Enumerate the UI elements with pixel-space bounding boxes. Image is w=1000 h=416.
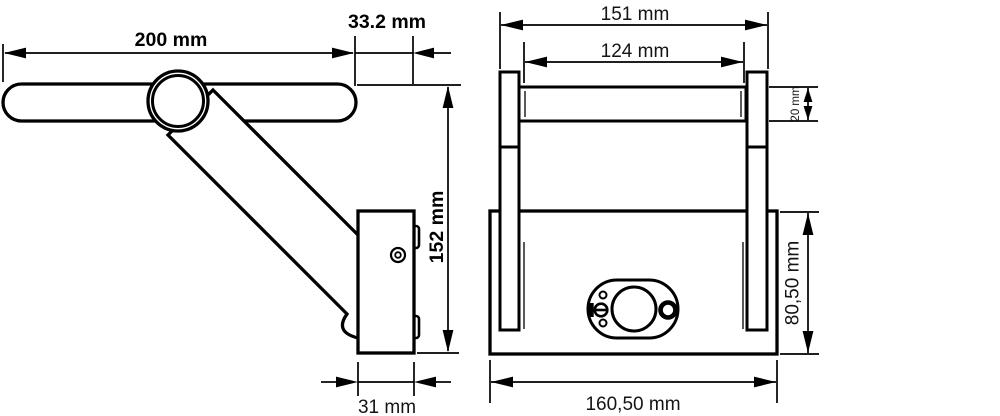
dim-label-overall-width: 151 mm [601, 4, 670, 25]
arrowhead-left [414, 376, 436, 388]
adjust-screw-block [589, 303, 594, 317]
arrowhead-right [745, 19, 767, 31]
dim-label-head-offset: 33.2 mm [348, 11, 426, 33]
dim-label-body-height: 80,50 mm [783, 241, 804, 325]
arrowhead-down [802, 331, 814, 353]
dim-body-height: 80,50 mm [780, 211, 819, 355]
dim-label-bracket-depth: 31 mm [358, 397, 416, 416]
pivot-joint-inner [151, 74, 205, 128]
dim-label-body-width: 160,50 mm [585, 394, 680, 415]
arrowhead-left [4, 47, 26, 59]
bracket-screw-outer [389, 246, 407, 264]
arrowhead-right [721, 56, 743, 68]
arrowhead-right [336, 376, 358, 388]
dim-label-tube-diameter: 20 mm [790, 86, 802, 121]
arrowhead-up [442, 86, 454, 108]
arrowhead-up [802, 213, 814, 235]
arrowhead-left [491, 376, 513, 388]
dim-head-offset: 33.2 mm [348, 11, 451, 84]
arrowhead-left [501, 19, 523, 31]
dim-label-bar-length: 200 mm [135, 29, 208, 51]
mount-post-left [498, 70, 521, 332]
bracket-screw-inner [394, 251, 402, 259]
dim-label-overall-height: 152 mm [426, 191, 448, 264]
mount-post-right [745, 70, 769, 332]
sensor-lens [610, 285, 658, 333]
wall-bracket [356, 209, 416, 355]
dim-bar-length: 200 mm [2, 29, 356, 86]
dim-tube-diameter: 20 mm [769, 86, 818, 122]
panel-screw-bottom [598, 318, 608, 328]
dim-label-tube-length: 124 mm [601, 41, 670, 62]
panel-screw-top [598, 290, 608, 300]
adjust-screw-icon [589, 302, 609, 318]
arrowhead-right [754, 376, 776, 388]
lamp-tube [516, 85, 748, 123]
front-view: 151 mm 124 mm 20 mm 80,50 mm [488, 4, 819, 415]
dim-tube-length: 124 mm [523, 41, 745, 83]
indicator-ring [658, 300, 678, 320]
arrowhead-left [525, 56, 547, 68]
dim-overall-width: 151 mm [499, 4, 769, 69]
dim-body-width: 160,50 mm [489, 360, 778, 415]
support-arm [165, 87, 373, 340]
arrowhead [413, 47, 434, 59]
pivot-joint-outer [146, 69, 210, 133]
dim-bracket-depth: 31 mm [321, 362, 451, 416]
arrowhead-up [803, 88, 813, 102]
side-view: 200 mm 33.2 mm 152 mm [1, 11, 461, 416]
arrowhead-down [803, 106, 813, 120]
arrowhead-down [442, 330, 454, 352]
arrowhead-right [332, 47, 354, 59]
dim-overall-height: 152 mm [357, 84, 461, 354]
